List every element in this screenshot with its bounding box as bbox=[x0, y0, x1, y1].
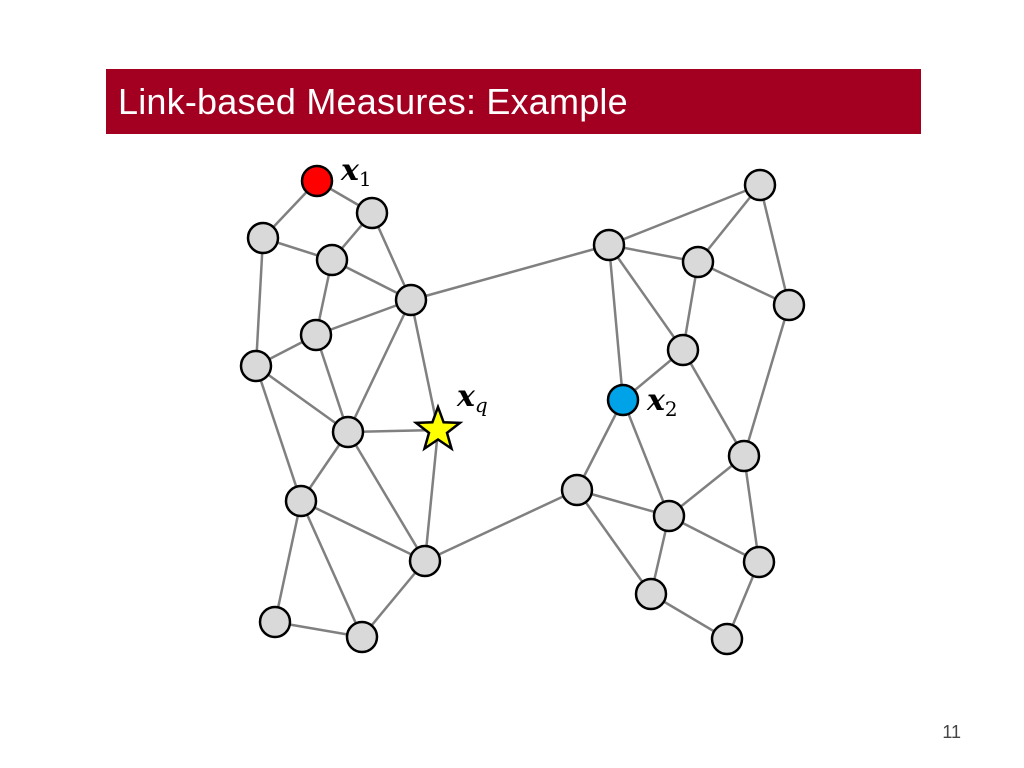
node-r8 bbox=[560, 473, 594, 507]
edge-x2-r8 bbox=[575, 399, 625, 491]
edge-n7-n10 bbox=[254, 365, 303, 502]
edge-n5-q bbox=[409, 299, 440, 431]
edge-r1-r3 bbox=[697, 184, 761, 263]
edge-r2-x2 bbox=[607, 244, 625, 401]
node-r9 bbox=[652, 499, 686, 533]
node-r7 bbox=[727, 439, 761, 473]
edge-r2-r5 bbox=[607, 244, 685, 351]
edge-n6-n8 bbox=[314, 334, 350, 433]
label-x2-sub: 2 bbox=[665, 397, 678, 421]
edge-r7-r10 bbox=[742, 455, 761, 563]
node-n3 bbox=[246, 221, 280, 255]
node-n13 bbox=[345, 620, 379, 654]
edge-n10-n11 bbox=[300, 499, 426, 563]
label-xq-main: x bbox=[456, 379, 476, 414]
node-n8 bbox=[331, 415, 365, 449]
edge-r9-r10 bbox=[668, 514, 760, 564]
node-r10 bbox=[742, 545, 776, 579]
label-xq-sub: q bbox=[475, 393, 488, 417]
page-number: 11 bbox=[942, 722, 961, 742]
edge-r4-r7 bbox=[742, 304, 791, 457]
node-n5 bbox=[394, 283, 428, 317]
node-x2 bbox=[606, 383, 640, 417]
edge-n5-n6 bbox=[315, 298, 412, 337]
label-x1-sub: 1 bbox=[359, 167, 372, 191]
edge-n11-r8 bbox=[424, 488, 578, 563]
node-n12 bbox=[258, 605, 292, 639]
edge-n10-n12 bbox=[273, 500, 303, 623]
edge-r3-r4 bbox=[697, 260, 790, 307]
node-r2 bbox=[592, 228, 626, 262]
query-star-icon bbox=[412, 403, 464, 452]
node-r5 bbox=[666, 333, 700, 367]
edge-q-n11 bbox=[423, 429, 440, 562]
graph-nodes bbox=[239, 168, 806, 656]
label-x1-main: x bbox=[340, 153, 360, 188]
edge-n10-n13 bbox=[299, 500, 364, 638]
edge-n5-n8 bbox=[346, 299, 413, 433]
node-n2 bbox=[355, 196, 389, 230]
edge-x2-r9 bbox=[621, 399, 671, 517]
edge-r1-r2 bbox=[608, 183, 761, 247]
edge-r8-r11 bbox=[575, 489, 653, 595]
highlighted-nodes bbox=[300, 164, 640, 452]
node-x1 bbox=[300, 164, 334, 198]
label-x1: x1 bbox=[340, 153, 372, 191]
title-bar: Link-based Measures: Example bbox=[106, 69, 921, 134]
node-r11 bbox=[634, 577, 668, 611]
label-xq: xq bbox=[456, 379, 488, 417]
node-n6 bbox=[299, 318, 333, 352]
edge-r5-r7 bbox=[681, 349, 746, 457]
node-r3 bbox=[681, 245, 715, 279]
label-x2-main: x bbox=[646, 383, 666, 418]
edge-n8-n11 bbox=[346, 431, 427, 562]
edge-n3-n7 bbox=[254, 237, 265, 367]
edge-n7-n8 bbox=[255, 364, 349, 434]
slide-title: Link-based Measures: Example bbox=[118, 80, 628, 122]
node-n7 bbox=[239, 349, 273, 383]
edge-n11-n13 bbox=[361, 560, 426, 638]
node-n10 bbox=[284, 484, 318, 518]
node-r1 bbox=[743, 168, 777, 202]
edge-r1-r4 bbox=[758, 184, 791, 306]
node-r12 bbox=[710, 622, 744, 656]
node-n11 bbox=[408, 544, 442, 578]
node-r4 bbox=[772, 288, 806, 322]
label-x2: x2 bbox=[646, 383, 678, 421]
edge-n5-r2 bbox=[410, 243, 610, 302]
node-n4 bbox=[315, 243, 349, 277]
